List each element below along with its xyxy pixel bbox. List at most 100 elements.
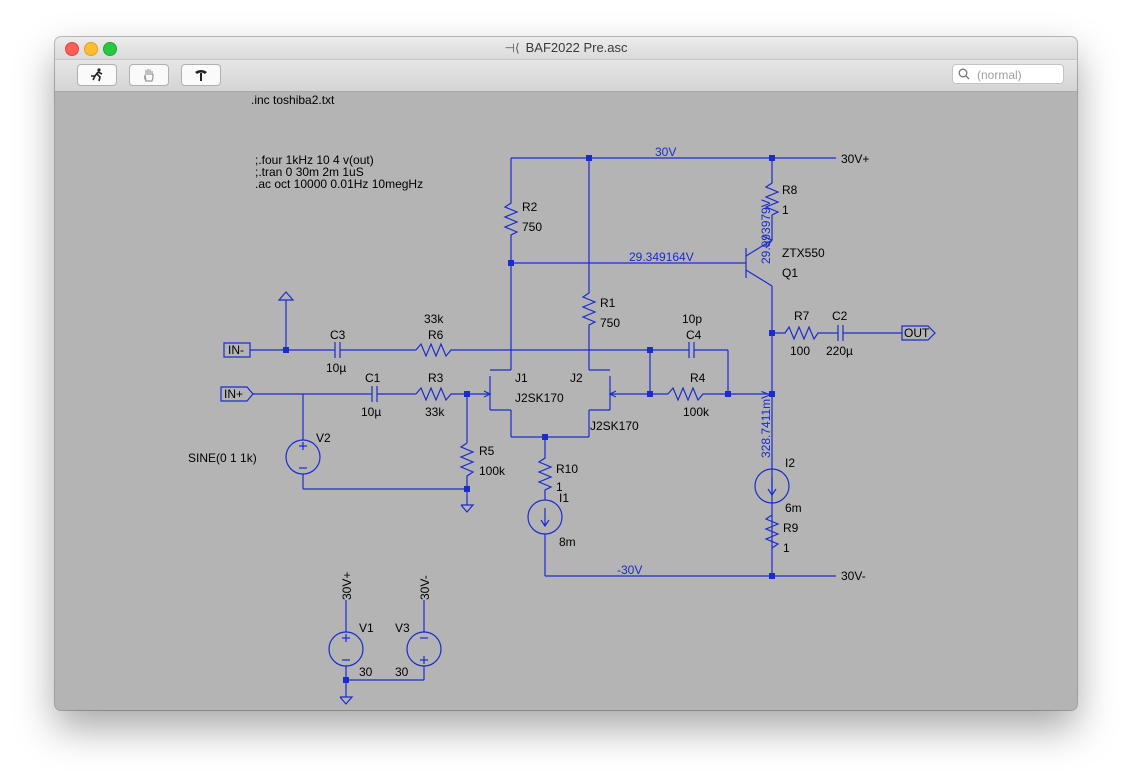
- in-plus-port[interactable]: [220, 386, 368, 440]
- resistor-r4[interactable]: [667, 386, 772, 402]
- capacitor-c2[interactable]: [830, 325, 902, 341]
- search-input[interactable]: [975, 66, 1063, 84]
- run-button[interactable]: [77, 64, 117, 86]
- capacitor-c1[interactable]: [368, 386, 416, 402]
- resistor-r10[interactable]: [537, 437, 553, 500]
- j2-model: J2SK170: [590, 419, 639, 433]
- i2-name: I2: [785, 456, 795, 470]
- net-label-30v-minus: 30V-: [841, 569, 866, 583]
- resistor-r1[interactable]: [581, 290, 597, 370]
- in-plus-label: IN+: [224, 387, 243, 401]
- schematic-labels: .inc toshiba2.txt ;.four 1kHz 10 4 v(out…: [188, 93, 930, 679]
- transistor-q1[interactable]: [511, 235, 773, 576]
- directive-tran[interactable]: ;.tran 0 30m 2m 1uS: [255, 165, 364, 179]
- probe-icon: [195, 70, 207, 81]
- schematic-drawing: .inc toshiba2.txt ;.four 1kHz 10 4 v(out…: [188, 93, 936, 705]
- junction-dots: [283, 155, 775, 683]
- v2-name: V2: [316, 431, 331, 445]
- directive-ac[interactable]: .ac oct 10000 0.01Hz 10megHz: [255, 177, 423, 191]
- search-box[interactable]: [952, 64, 1064, 84]
- resistor-r3[interactable]: [415, 386, 490, 402]
- resistor-r2[interactable]: [503, 200, 519, 370]
- capacitor-c3[interactable]: [330, 342, 416, 358]
- toolbar: [55, 60, 1077, 92]
- window-title: BAF2022 Pre.asc: [525, 40, 628, 55]
- r8-name: R8: [782, 183, 798, 197]
- resistor-r7[interactable]: [772, 325, 830, 341]
- resistor-r8[interactable]: [764, 180, 780, 240]
- out-label: OUT: [904, 326, 930, 340]
- r4-name: R4: [690, 371, 706, 385]
- current-source-i2[interactable]: [754, 468, 790, 504]
- r9-value: 1: [783, 541, 790, 555]
- schematic-canvas[interactable]: .inc toshiba2.txt ;.four 1kHz 10 4 v(out…: [55, 92, 1077, 710]
- r3-value: 33k: [425, 405, 445, 419]
- rail-bottom-voltage: -30V: [617, 563, 642, 577]
- title-bar: ⊣⟨ BAF2022 Pre.asc: [55, 37, 1077, 60]
- voltage-source-v2[interactable]: [285, 439, 467, 490]
- r8-value: 1: [782, 203, 789, 217]
- schematic-file-icon: ⊣⟨: [504, 41, 520, 55]
- close-window-button[interactable]: [65, 42, 79, 56]
- r7-name: R7: [794, 309, 810, 323]
- r5-value: 100k: [479, 464, 506, 478]
- search-icon: [958, 68, 970, 80]
- directive-inc[interactable]: .inc toshiba2.txt: [251, 93, 335, 107]
- r4-value: 100k: [683, 405, 710, 419]
- i2-value: 6m: [785, 501, 802, 515]
- voltage-source-v3[interactable]: [346, 600, 442, 681]
- q1-base-voltage: 29.349164V: [629, 250, 694, 264]
- q1-name: Q1: [782, 266, 798, 280]
- c3-name: C3: [330, 328, 346, 342]
- r5-name: R5: [479, 444, 495, 458]
- v3-name: V3: [395, 621, 410, 635]
- r1-value: 750: [600, 316, 620, 330]
- out-node-voltage: 328.7411mV: [759, 391, 773, 458]
- current-source-i1[interactable]: [527, 499, 836, 577]
- c3-value: 10µ: [326, 361, 346, 375]
- r6-name: R6: [428, 328, 444, 342]
- halt-button[interactable]: [129, 64, 169, 86]
- j2-name: J2: [570, 371, 583, 385]
- in-minus-label: IN-: [228, 343, 244, 357]
- q1-model: ZTX550: [782, 246, 825, 260]
- net-label-30v-plus: 30V+: [841, 152, 869, 166]
- out-port[interactable]: [901, 325, 936, 341]
- rail-top-voltage: 30V: [655, 145, 676, 159]
- r7-value: 100: [790, 344, 810, 358]
- r10-value: 1: [556, 480, 563, 494]
- v1-name: V1: [359, 621, 374, 635]
- r2-name: R2: [522, 200, 538, 214]
- c2-name: C2: [832, 309, 848, 323]
- v1-net-label: 30V+: [340, 572, 354, 600]
- j1-model: J2SK170: [515, 391, 564, 405]
- c1-name: C1: [365, 371, 381, 385]
- v1-value: 30: [359, 665, 373, 679]
- capacitor-c4[interactable]: [649, 342, 729, 394]
- zoom-window-button[interactable]: [103, 42, 117, 56]
- directive-four[interactable]: ;.four 1kHz 10 4 v(out): [255, 153, 374, 167]
- c2-value: 220µ: [826, 344, 853, 358]
- j1-name: J1: [515, 371, 528, 385]
- resistor-r5[interactable]: [459, 394, 475, 513]
- i1-value: 8m: [559, 535, 576, 549]
- v2-value: SINE(0 1 1k): [188, 451, 257, 465]
- r9-name: R9: [783, 521, 799, 535]
- resistor-r9[interactable]: [764, 514, 780, 549]
- c4-value: 10p: [682, 312, 702, 326]
- in-minus-port[interactable]: [223, 291, 330, 358]
- top-rail-wires: [510, 157, 836, 290]
- r6-value: 33k: [424, 312, 444, 326]
- probe-button[interactable]: [181, 64, 221, 86]
- jfet-j2[interactable]: [588, 369, 668, 437]
- v3-net-label: 30V-: [418, 575, 432, 600]
- r10-name: R10: [556, 462, 578, 476]
- voltage-source-v1[interactable]: [328, 600, 364, 705]
- hand-icon: [144, 69, 154, 82]
- resistor-r6[interactable]: [415, 342, 650, 358]
- r2-value: 750: [522, 220, 542, 234]
- minimize-window-button[interactable]: [84, 42, 98, 56]
- jfet-j1[interactable]: [483, 369, 512, 437]
- i1-name: I1: [559, 491, 569, 505]
- r3-name: R3: [428, 371, 444, 385]
